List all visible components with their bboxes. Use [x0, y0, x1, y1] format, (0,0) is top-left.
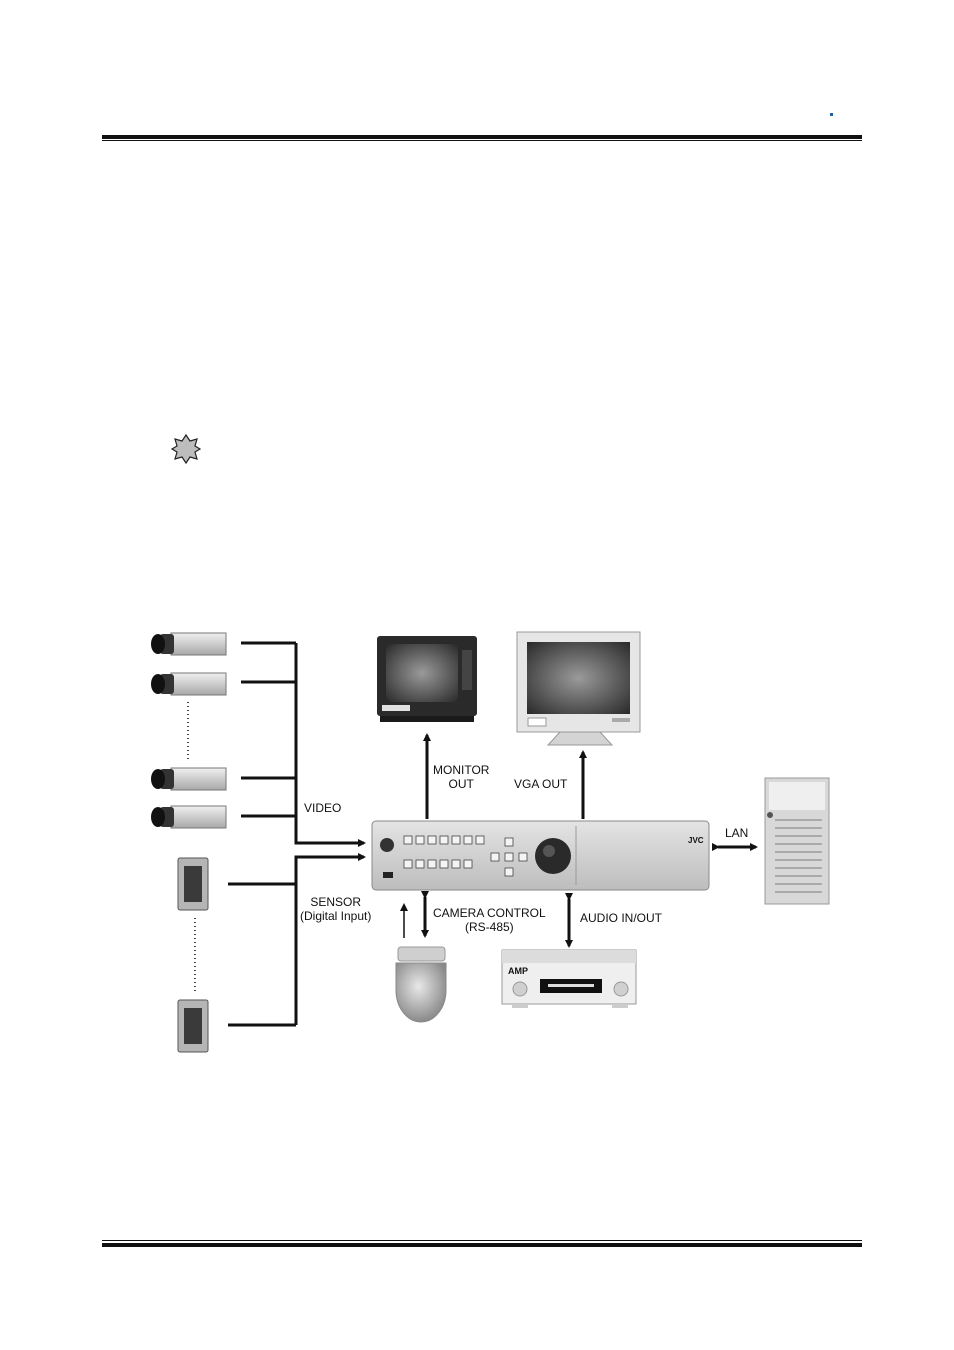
sensor-icon — [178, 858, 208, 910]
dvr-brand-label: JVC — [688, 834, 704, 848]
monitor-out-line1: MONITOR — [433, 763, 489, 777]
vga-out-label: VGA OUT — [514, 777, 567, 791]
footer-rule-thin — [102, 1240, 862, 1241]
video-label: VIDEO — [304, 801, 341, 815]
amp-label: AMP — [508, 964, 528, 978]
camera-control-label: CAMERA CONTROL (RS-485) — [433, 906, 546, 934]
dvr-unit — [372, 821, 709, 890]
vga-monitor-icon — [517, 632, 640, 745]
sensor-label: SENSOR (Digital Input) — [300, 895, 371, 923]
footer-rule-thick — [102, 1243, 862, 1247]
sensor-line2: (Digital Input) — [300, 909, 371, 923]
pc-tower-icon — [765, 778, 829, 904]
monitor-out-line2: OUT — [433, 777, 489, 791]
monitor-out-label: MONITOR OUT — [433, 763, 489, 791]
dome-camera-icon — [396, 947, 446, 1022]
camera-control-line1: CAMERA CONTROL — [433, 906, 546, 920]
sensor-icon — [178, 1000, 208, 1052]
camera-icon — [151, 673, 226, 695]
camera-icon — [151, 806, 226, 828]
camera-control-line2: (RS-485) — [433, 920, 546, 934]
camera-icon — [151, 768, 226, 790]
crt-monitor-icon — [377, 636, 477, 722]
camera-icon — [151, 633, 226, 655]
audio-in-out-label: AUDIO IN/OUT — [580, 911, 662, 925]
sensor-bus — [228, 857, 364, 1025]
sensor-line1: SENSOR — [300, 895, 371, 909]
lan-label: LAN — [725, 826, 748, 840]
amplifier-icon — [502, 950, 636, 1008]
video-bus — [241, 643, 364, 843]
